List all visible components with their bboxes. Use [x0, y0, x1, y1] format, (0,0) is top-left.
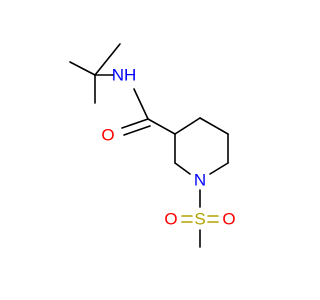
amide-nh-label: NH — [112, 66, 137, 85]
bond-tbu-methyl-right — [94, 43, 121, 76]
bond-ring-c3-c4 — [174, 117, 201, 135]
sulfur-label: S — [194, 210, 205, 229]
bond-carbonyl-double-2 — [123, 125, 151, 136]
bond-ring-c4-c5 — [199, 117, 229, 135]
bond-ring-c6-n — [209, 162, 229, 175]
bond-carbonyl-double-1 — [121, 118, 149, 129]
ring-nitrogen-label: N — [194, 171, 206, 190]
bond-nh-carbonyl — [133, 88, 149, 120]
bond-ring-n-c2 — [174, 162, 191, 175]
carbonyl-oxygen-label: O — [101, 126, 114, 145]
bond-carbonyl-ring — [147, 118, 176, 135]
chemical-structure: NH O N S O O — [69, 43, 236, 248]
sulfonyl-oxygen-right-label: O — [222, 210, 235, 229]
bond-tbu-methyl-top — [69, 61, 96, 76]
sulfonyl-oxygen-left-label: O — [164, 210, 177, 229]
